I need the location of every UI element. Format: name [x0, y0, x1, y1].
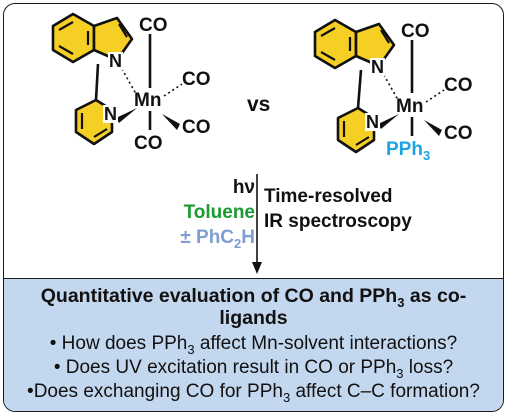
left-n-indole: N — [108, 51, 123, 71]
condition-light: hν — [232, 177, 255, 198]
right-co-right: CO — [444, 75, 473, 96]
left-metal: Mn — [134, 90, 162, 111]
left-n-pyridine: N — [103, 104, 118, 124]
left-co-wedge: CO — [182, 117, 211, 138]
right-n-indole: N — [370, 57, 385, 77]
left-indole — [51, 12, 134, 64]
left-co-top: CO — [139, 15, 168, 36]
left-pyr-wedge-bond — [116, 108, 137, 123]
summary-panel: Quantitative evaluation of CO and PPh3 a… — [4, 278, 503, 411]
right-indole — [313, 18, 396, 70]
right-co-wedge: CO — [444, 123, 473, 144]
left-co-bottom: CO — [134, 133, 163, 154]
right-co-wedge-bond — [424, 120, 442, 136]
left-co-right: CO — [182, 69, 211, 90]
right-co-hash-bond — [425, 89, 445, 103]
method-line2: IR spectroscopy — [264, 211, 412, 232]
right-n-n-bond — [356, 69, 363, 109]
condition-additive: ± PhC2H — [180, 227, 255, 251]
method-line1: Time-resolved — [264, 186, 393, 207]
vs-label: vs — [247, 93, 271, 116]
summary-bullet-2: • Does UV excitation result in CO or PPh… — [53, 357, 454, 381]
left-co-hash-bond — [163, 83, 183, 97]
left-n-n-bond — [94, 63, 100, 101]
right-n-pyridine: N — [365, 112, 380, 132]
left-co-wedge-bond — [162, 114, 180, 130]
summary-bullet-3: •Does exchanging CO for PPh3 affect C–C … — [27, 381, 480, 405]
summary-title-line2: ligands — [219, 307, 288, 329]
summary-bullet-1: • How does PPh3 affect Mn-solvent intera… — [49, 333, 458, 357]
summary-title-line1: Quantitative evaluation of CO and PPh3 a… — [40, 285, 467, 310]
right-pyr-wedge-bond — [378, 114, 399, 129]
reaction-arrow-head — [252, 262, 262, 274]
figure-frame: CO CO Mn CO CO N N vs CO CO Mn CO PPh3 N… — [3, 3, 504, 412]
condition-solvent: Toluene — [183, 202, 255, 223]
right-metal: Mn — [396, 96, 424, 117]
right-pph3-label: PPh3 — [386, 139, 431, 163]
right-co-top: CO — [401, 21, 430, 42]
